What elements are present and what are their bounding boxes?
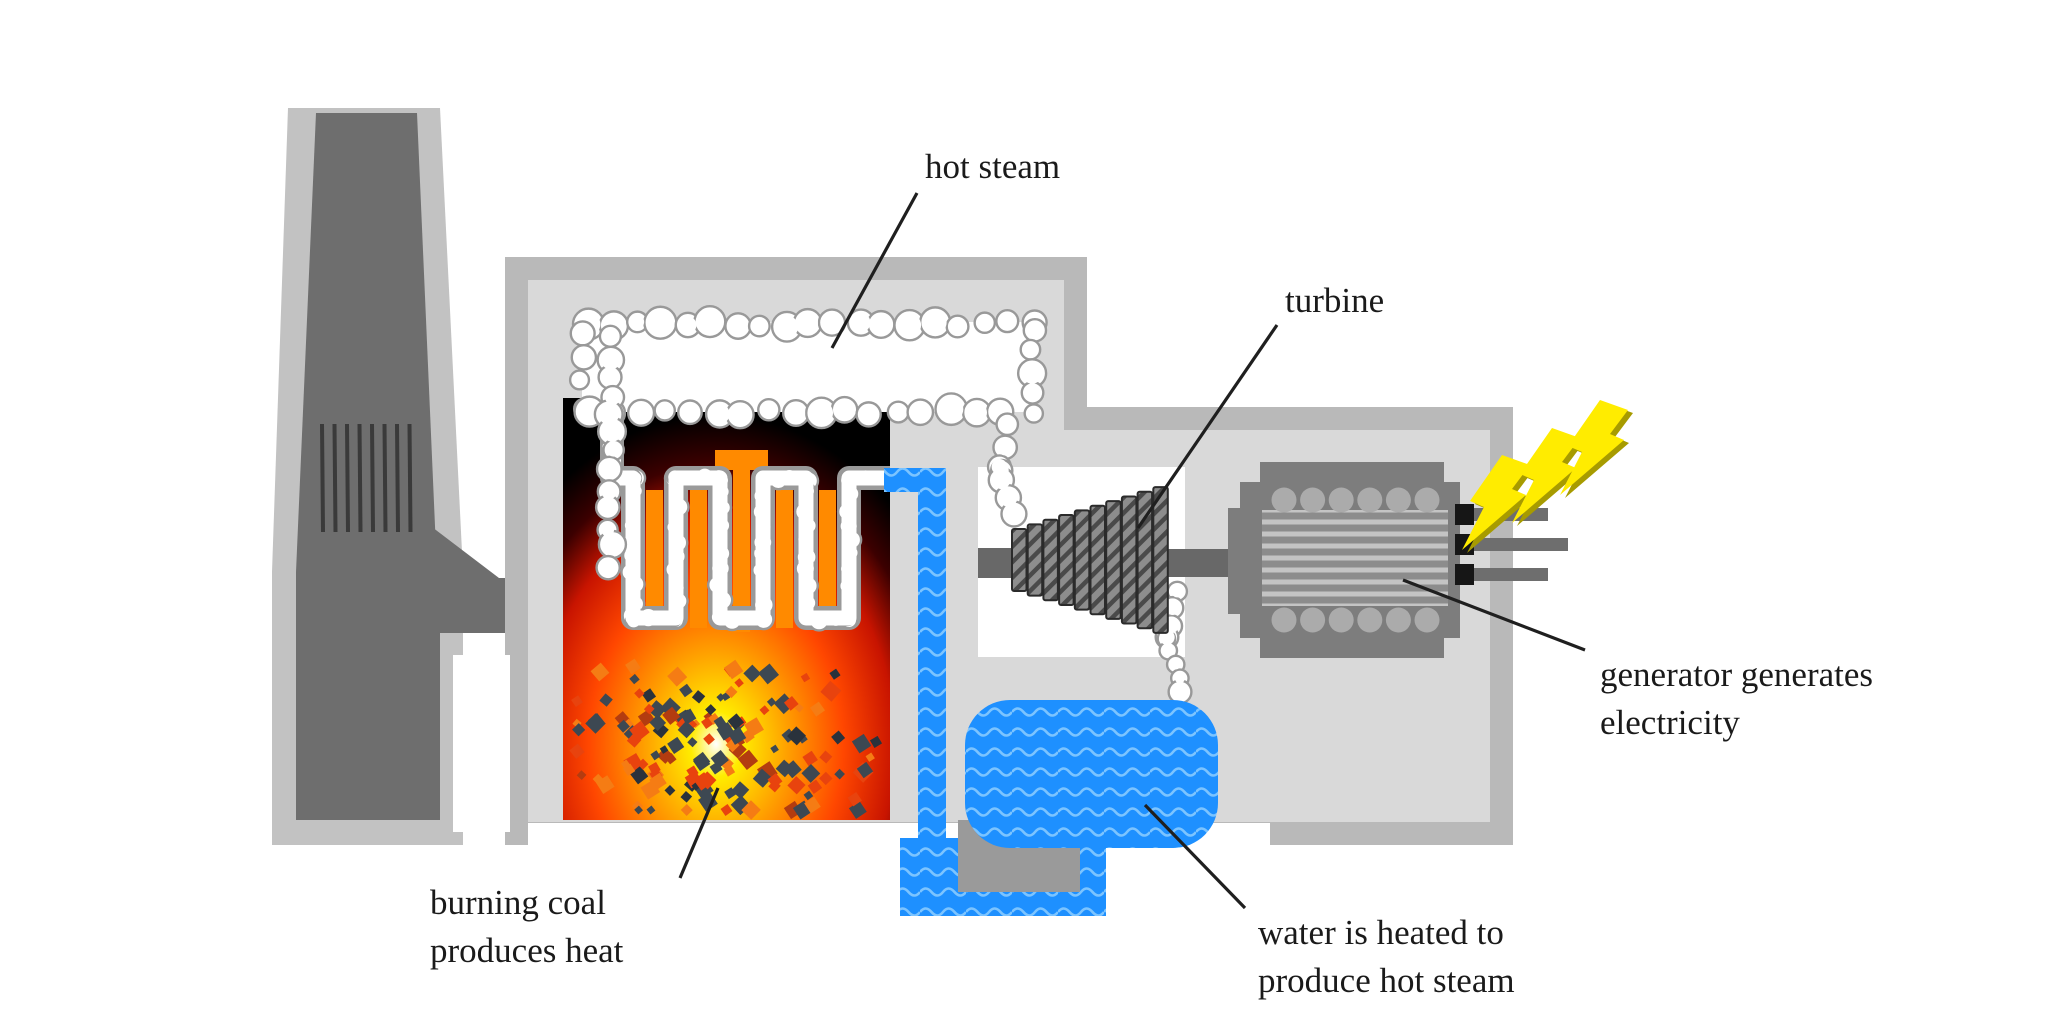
heater-bars bbox=[646, 450, 836, 632]
label-water-line2: produce hot steam bbox=[1258, 961, 1515, 1000]
turbine-shaft-left bbox=[978, 548, 1014, 578]
turbine-generator-unit bbox=[978, 400, 1633, 658]
turbine bbox=[1011, 486, 1169, 634]
smokestack-base bbox=[296, 572, 440, 820]
terminal-1 bbox=[1455, 504, 1474, 525]
hot-steam-channel bbox=[568, 305, 1048, 581]
steam-coil-core bbox=[604, 336, 890, 626]
label-water-line1: water is heated to bbox=[1258, 913, 1504, 952]
water-tank bbox=[965, 700, 1218, 848]
generator-stator bbox=[1262, 510, 1448, 606]
label-coal-line2: produces heat bbox=[430, 931, 624, 970]
smokestack-vents-icon bbox=[320, 423, 413, 533]
terminal-3 bbox=[1455, 564, 1474, 585]
leader-generator bbox=[1402, 578, 1586, 652]
label-generator-line2: electricity bbox=[1600, 703, 1740, 742]
water-system bbox=[884, 468, 1218, 916]
label-generator-line1: generator generates bbox=[1600, 655, 1873, 694]
chimney-wall-notch bbox=[453, 655, 510, 832]
label-coal-line1: burning coal bbox=[430, 883, 606, 922]
steam-elbow-clouds bbox=[986, 412, 1028, 528]
wire-3 bbox=[1474, 568, 1548, 581]
generator-left-plate bbox=[1228, 508, 1242, 614]
label-turbine: turbine bbox=[1285, 281, 1384, 320]
steam-downpipe-clouds bbox=[593, 324, 628, 581]
leader-hot-steam bbox=[830, 192, 919, 349]
leader-coal bbox=[678, 787, 720, 879]
annotations: hot steam turbine generator generates el… bbox=[430, 147, 1873, 1000]
generator-coils bbox=[1271, 487, 1440, 633]
water-pipe bbox=[918, 468, 946, 902]
wire-2 bbox=[1474, 538, 1568, 551]
smokestack bbox=[272, 108, 563, 845]
steam-coil bbox=[600, 336, 898, 632]
leader-water bbox=[1143, 803, 1247, 910]
leader-turbine bbox=[1136, 324, 1279, 529]
generator bbox=[1228, 462, 1460, 658]
label-hot-steam: hot steam bbox=[925, 147, 1060, 186]
smokestack-body bbox=[296, 113, 437, 572]
